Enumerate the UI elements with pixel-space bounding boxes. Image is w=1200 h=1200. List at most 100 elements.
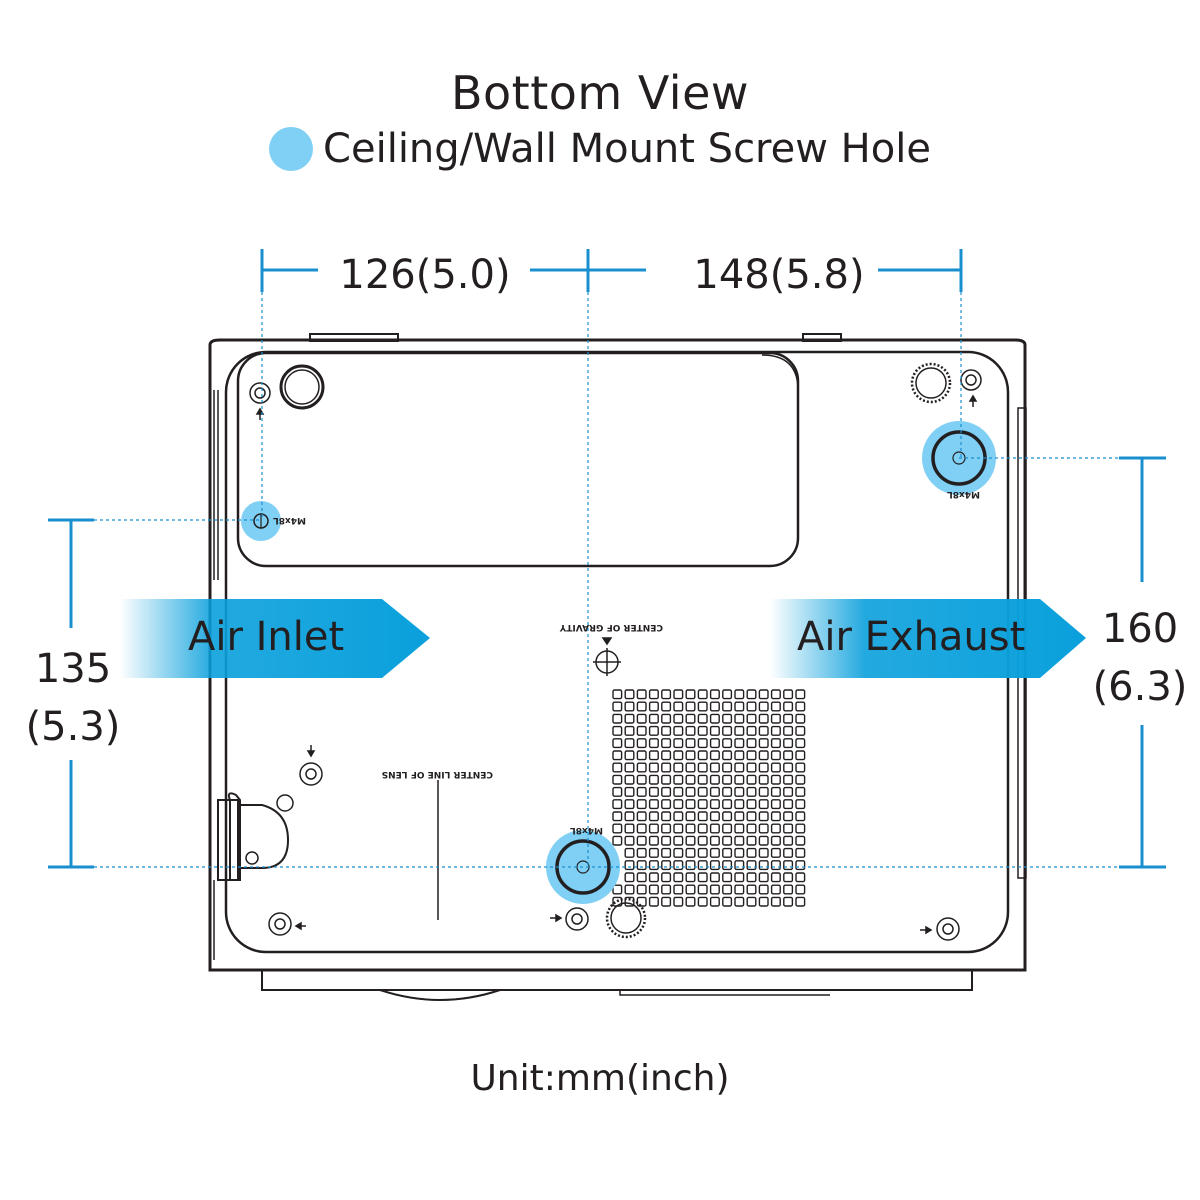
vent-slot: [661, 799, 672, 810]
vent-slot: [709, 750, 720, 761]
vent-slot: [697, 860, 708, 871]
vent-slot: [661, 786, 672, 797]
vent-slot: [612, 738, 623, 749]
vent-slot: [709, 738, 720, 749]
vent-grid: [612, 689, 806, 907]
center-of-gravity-label: CENTER OF GRAVITY: [559, 622, 663, 632]
vent-slot: [734, 799, 745, 810]
vent-slot: [697, 738, 708, 749]
vent-slot: [746, 689, 757, 700]
vent-slot: [661, 725, 672, 736]
vent-slot: [709, 774, 720, 785]
vent-slot: [758, 786, 769, 797]
page-title: Bottom View: [450, 66, 749, 120]
vent-slot: [746, 774, 757, 785]
vent-slot: [722, 799, 733, 810]
vent-slot: [734, 847, 745, 858]
feet-and-screws: [249, 362, 982, 941]
vent-slot: [612, 786, 623, 797]
vent-slot: [697, 786, 708, 797]
vent-slot: [673, 847, 684, 858]
vent-slot: [758, 774, 769, 785]
vent-slot: [697, 884, 708, 895]
vent-slot: [661, 847, 672, 858]
vent-slot: [795, 835, 806, 846]
dimension-top-right: 148(5.8): [693, 252, 865, 298]
vent-slot: [795, 786, 806, 797]
vent-slot: [648, 738, 659, 749]
vent-slot: [758, 811, 769, 822]
vent-slot: [673, 750, 684, 761]
vent-slot: [722, 835, 733, 846]
vent-slot: [709, 725, 720, 736]
vent-slot: [795, 689, 806, 700]
vent-slot: [697, 750, 708, 761]
vent-slot: [648, 762, 659, 773]
vent-slot: [612, 725, 623, 736]
vent-slot: [648, 884, 659, 895]
vent-slot: [661, 884, 672, 895]
vent-slot: [673, 799, 684, 810]
vent-slot: [612, 762, 623, 773]
vent-slot: [612, 689, 623, 700]
vent-slot: [783, 701, 794, 712]
vent-slot: [697, 847, 708, 858]
vent-slot: [673, 860, 684, 871]
vent-slot: [624, 860, 635, 871]
vent-slot: [758, 762, 769, 773]
screw-spec-label-left: M4x8L: [273, 515, 306, 525]
vent-slot: [636, 750, 647, 761]
vent-slot: [795, 860, 806, 871]
vent-slot: [758, 689, 769, 700]
air-exhaust-label: Air Exhaust: [797, 614, 1026, 660]
vent-slot: [722, 872, 733, 883]
vent-slot: [612, 713, 623, 724]
vent-slot: [612, 799, 623, 810]
vent-slot: [795, 725, 806, 736]
vent-slot: [795, 713, 806, 724]
vent-slot: [685, 738, 696, 749]
vent-slot: [758, 725, 769, 736]
dimension-left: 135 (5.3): [18, 640, 128, 756]
vent-slot: [783, 738, 794, 749]
vent-slot: [795, 823, 806, 834]
vent-slot: [636, 799, 647, 810]
vent-slot: [734, 738, 745, 749]
vent-slot: [709, 847, 720, 858]
vent-slot: [624, 762, 635, 773]
vent-slot: [661, 701, 672, 712]
vent-slot: [624, 823, 635, 834]
center-line-of-lens-label: CENTER LINE OF LENS: [382, 769, 493, 779]
vent-slot: [709, 835, 720, 846]
legend: Ceiling/Wall Mount Screw Hole: [0, 126, 1200, 172]
vent-slot: [636, 786, 647, 797]
vent-slot: [697, 872, 708, 883]
vent-slot: [734, 774, 745, 785]
vent-slot: [734, 884, 745, 895]
vent-slot: [624, 713, 635, 724]
vent-slot: [795, 738, 806, 749]
dimension-top-left: 126(5.0): [339, 252, 511, 298]
vent-slot: [636, 725, 647, 736]
vent-slot: [746, 750, 757, 761]
vent-slot: [697, 799, 708, 810]
vent-slot: [722, 762, 733, 773]
vent-slot: [673, 896, 684, 907]
vent-slot: [709, 896, 720, 907]
vent-slot: [661, 738, 672, 749]
vent-slot: [770, 835, 781, 846]
vent-slot: [673, 689, 684, 700]
vent-slot: [648, 799, 659, 810]
vent-slot: [758, 713, 769, 724]
vent-slot: [783, 811, 794, 822]
vent-slot: [795, 762, 806, 773]
vent-slot: [722, 701, 733, 712]
vent-slot: [709, 701, 720, 712]
dimension-left-mm: 135: [34, 646, 112, 692]
vent-slot: [648, 701, 659, 712]
vent-slot: [624, 872, 635, 883]
vent-slot: [709, 872, 720, 883]
vent-slot: [722, 738, 733, 749]
vent-slot: [746, 738, 757, 749]
